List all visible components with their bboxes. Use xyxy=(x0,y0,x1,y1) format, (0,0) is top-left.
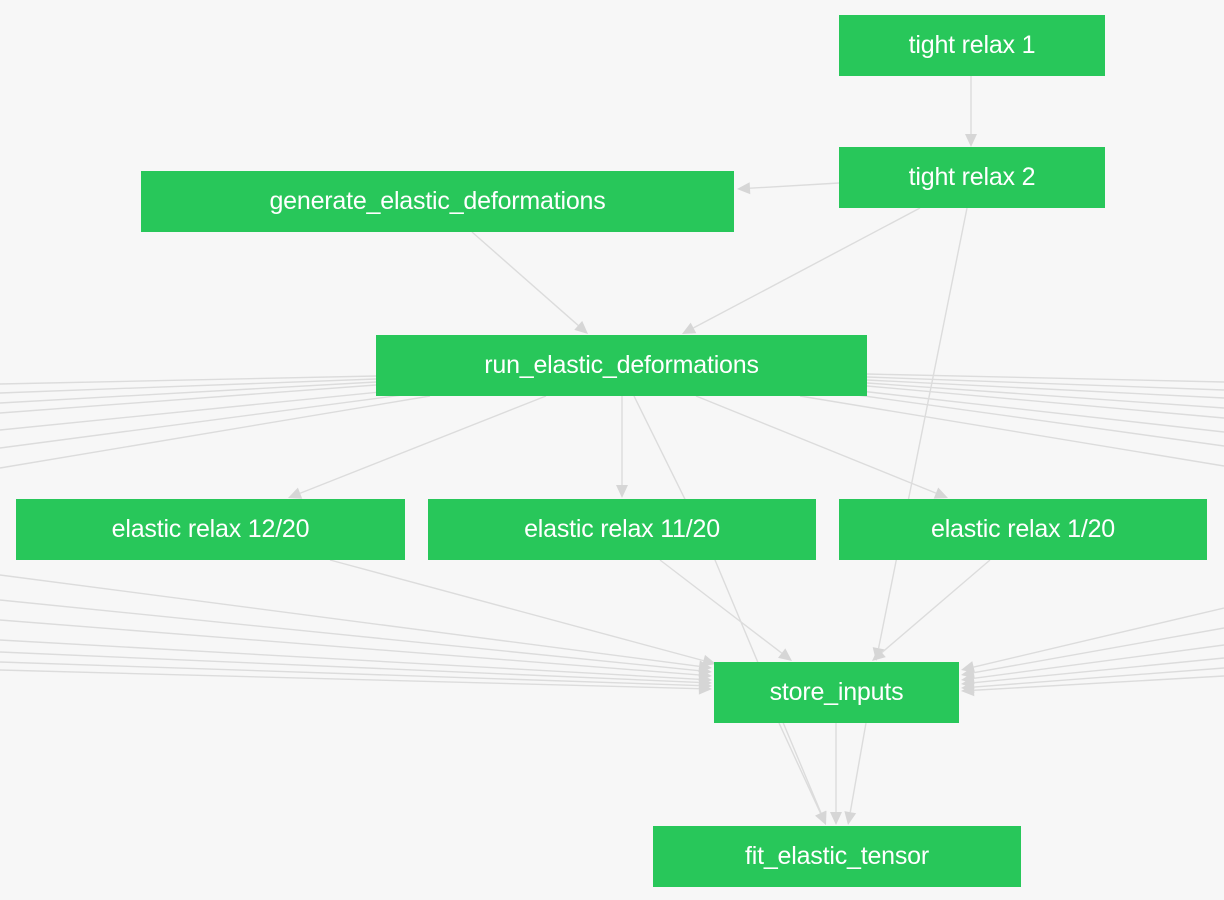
node-run-elastic-deformations[interactable]: run_elastic_deformations xyxy=(376,335,867,396)
edge-run-to-offscreen-right-2 xyxy=(866,379,1224,399)
edge-elastic-relax-12-to-store-inputs xyxy=(329,559,704,662)
edge-offscreen-right-to-store-inputs-2 xyxy=(973,644,1224,679)
edge-run-to-offscreen-left-3 xyxy=(0,384,377,414)
node-tight-relax-2[interactable]: tight relax 2 xyxy=(839,147,1105,208)
edge-arrowhead xyxy=(830,812,842,825)
edge-offscreen-right-to-store-inputs-3 xyxy=(973,657,1224,684)
edge-run-to-offscreen-left-6 xyxy=(0,395,431,469)
edge-arrowhead xyxy=(737,182,751,195)
node-fit-elastic-tensor[interactable]: fit_elastic_tensor xyxy=(653,826,1021,887)
edge-offscreen-left-to-store-inputs-6 xyxy=(0,669,700,690)
edge-generate-to-run xyxy=(471,231,579,326)
edge-arrowhead xyxy=(961,684,975,697)
edge-run-to-offscreen-right-4 xyxy=(866,385,1224,419)
edge-arrowhead xyxy=(288,487,303,499)
edge-run-to-offscreen-left-2 xyxy=(0,381,377,404)
edge-arrowhead xyxy=(933,487,948,499)
edge-run-to-offscreen-left-0 xyxy=(0,375,377,385)
node-elastic-relax-1[interactable]: elastic relax 1/20 xyxy=(839,499,1207,560)
node-elastic-relax-11[interactable]: elastic relax 11/20 xyxy=(428,499,816,560)
edge-offscreen-right-to-store-inputs-5 xyxy=(973,675,1224,691)
edge-offscreen-left-to-store-inputs-3 xyxy=(0,639,700,680)
edge-tight-relax-2-to-run xyxy=(693,207,921,329)
edge-offscreen-left-to-store-inputs-4 xyxy=(0,651,700,684)
edge-run-to-elastic-relax-12 xyxy=(299,395,547,494)
node-store-inputs[interactable]: store_inputs xyxy=(714,662,959,723)
edge-offscreen-right-to-store-inputs-4 xyxy=(973,667,1224,688)
edge-arrowhead xyxy=(682,322,697,334)
edge-run-to-offscreen-right-5 xyxy=(859,390,1224,433)
edge-arrowhead xyxy=(701,654,716,667)
node-generate-elastic-deformations[interactable]: generate_elastic_deformations xyxy=(141,171,734,232)
edge-store-inputs-to-fit-c xyxy=(849,722,867,813)
edge-elastic-relax-1-to-store-inputs xyxy=(881,559,991,654)
edge-arrowhead xyxy=(844,811,857,825)
edge-arrowhead xyxy=(616,485,628,498)
edge-run-to-offscreen-right-6 xyxy=(849,393,1224,447)
edge-arrowhead xyxy=(815,810,827,825)
edge-offscreen-left-to-store-inputs-0 xyxy=(0,574,700,668)
edge-tight-relax-2-to-generate xyxy=(749,182,840,189)
edge-run-to-offscreen-left-4 xyxy=(0,390,391,431)
edge-arrowhead xyxy=(778,648,792,661)
edge-run-to-offscreen-right-0 xyxy=(866,373,1224,383)
edge-run-to-offscreen-left-1 xyxy=(0,378,377,394)
node-tight-relax-1[interactable]: tight relax 1 xyxy=(839,15,1105,76)
edge-elastic-relax-11-to-store-inputs xyxy=(659,559,783,654)
edge-offscreen-right-to-store-inputs-1 xyxy=(973,627,1224,674)
edge-arrowhead xyxy=(965,134,977,147)
edge-offscreen-right-to-store-inputs-0 xyxy=(973,607,1224,668)
edge-offscreen-left-to-store-inputs-1 xyxy=(0,599,700,672)
edge-tight-relax-2-to-store-inputs xyxy=(877,207,968,649)
edge-arrowhead xyxy=(698,682,712,695)
edge-offscreen-left-to-store-inputs-5 xyxy=(0,661,700,687)
edge-arrowhead xyxy=(574,320,588,334)
edge-offscreen-left-to-store-inputs-2 xyxy=(0,619,700,676)
edge-arrowhead xyxy=(872,647,886,661)
edge-run-to-elastic-relax-1 xyxy=(695,395,937,494)
edge-run-to-offscreen-right-3 xyxy=(866,382,1224,409)
edge-run-to-offscreen-right-7 xyxy=(799,395,1224,467)
edge-run-to-offscreen-left-5 xyxy=(0,393,411,449)
edge-store-inputs-to-fit-a xyxy=(778,722,822,814)
node-elastic-relax-12[interactable]: elastic relax 12/20 xyxy=(16,499,405,560)
edge-run-to-offscreen-right-1 xyxy=(866,376,1224,391)
